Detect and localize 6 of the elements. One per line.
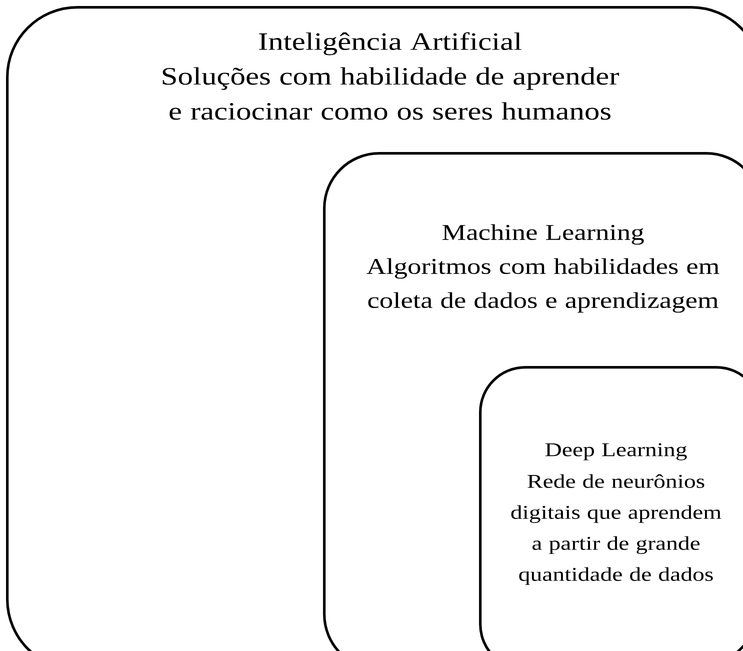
box-description: Algoritmos com habilidades em coleta de dados e aprendizagem — [366, 258, 720, 313]
box-title: Inteligência Artificial — [259, 32, 522, 56]
box-title: Machine Learning — [442, 224, 644, 245]
box-description: Soluções com habilidade de aprender e raciocinar como os seres humanos — [162, 67, 620, 120]
box-description: Rede de neurônios digitais que aprendem a partir de grande quantidade de dados — [511, 474, 722, 585]
box-title: Deep Learning — [545, 443, 687, 460]
